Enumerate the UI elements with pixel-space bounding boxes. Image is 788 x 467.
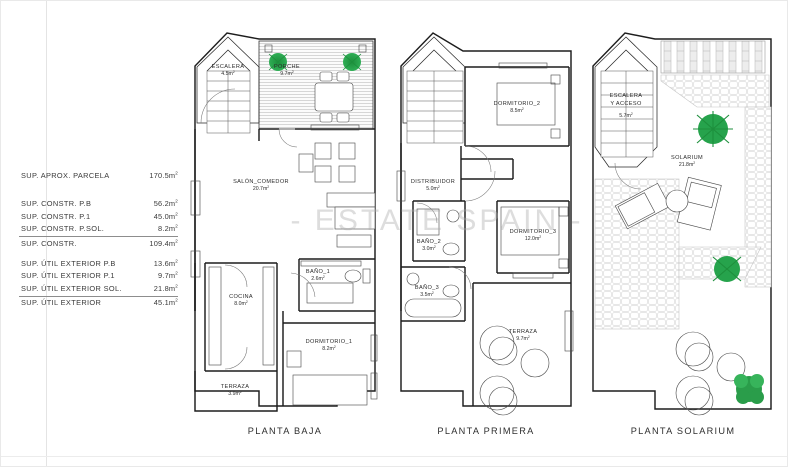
schedule-row: SUP. CONSTR. P.B 56.2m2 xyxy=(15,198,180,211)
room-area: 8.2m2 xyxy=(322,345,336,352)
schedule-value: 45.1m2 xyxy=(153,297,178,308)
room-label: PORCHE xyxy=(274,64,300,70)
room-area: 2.6m2 xyxy=(311,275,325,282)
schedule-rule xyxy=(19,295,178,297)
schedule-row: SUP. APROX. PARCELA 170.5m2 xyxy=(15,169,180,182)
plan-planta-primera: DORMITORIO_2 8.5m2 DISTRIBUIDOR 5.0m2 DO… xyxy=(393,11,579,416)
plan-planta-solarium: ESCALERA Y ACCESO 5.7m2 SOLARIUM 21.8m2 xyxy=(585,11,781,416)
schedule-label: SUP. CONSTR. P.1 xyxy=(21,211,91,221)
room-label: ESCALERA xyxy=(212,64,245,70)
room-label: DORMITORIO_1 xyxy=(306,339,353,345)
room-area: 12.0m2 xyxy=(525,235,541,242)
room-label: BAÑO_2 xyxy=(417,238,441,245)
schedule-label: SUP. CONSTR. P.B xyxy=(21,199,92,209)
schedule-label: SUP. ÚTIL EXTERIOR P.B xyxy=(21,258,116,268)
room-area: 20.7m2 xyxy=(253,185,269,192)
room-area: 4.5m2 xyxy=(221,70,235,77)
room-area: 3.0m2 xyxy=(422,245,436,252)
room-label: BAÑO_1 xyxy=(306,268,330,275)
room-label: ESCALERA xyxy=(610,93,643,99)
room-label: BAÑO_3 xyxy=(415,284,439,291)
schedule-value: 9.7m2 xyxy=(158,270,178,281)
room-label: DISTRIBUIDOR xyxy=(411,179,455,185)
plan-title-planta-solarium: PLANTA SOLARIUM xyxy=(630,426,736,436)
palm-icon xyxy=(268,53,362,71)
room-label: TERRAZA xyxy=(221,384,250,390)
schedule-value: 109.4m2 xyxy=(149,238,178,248)
plan-planta-baja: ESCALERA 4.5m2 PORCHE 9.7m2 SALÓN_COMEDO… xyxy=(187,11,383,416)
schedule-label: SUP. ÚTIL EXTERIOR xyxy=(21,298,102,308)
schedule-row: SUP. ÚTIL EXTERIOR P.B 13.6m2 xyxy=(15,257,180,270)
room-label: DORMITORIO_3 xyxy=(510,229,557,235)
schedule-value: 8.2m2 xyxy=(158,223,178,234)
room-label: COCINA xyxy=(229,294,253,300)
schedule-spacer xyxy=(15,182,180,198)
room-area: 5.7m2 xyxy=(619,112,633,119)
room-label: DORMITORIO_2 xyxy=(494,101,541,107)
schedule-value: 45.0m2 xyxy=(153,211,178,221)
schedule-value: 21.8m2 xyxy=(153,283,178,293)
room-area: 21.8m2 xyxy=(679,161,695,168)
room-area: 8.5m2 xyxy=(510,107,524,114)
shrub-icon xyxy=(734,374,764,404)
room-area: 3.9m2 xyxy=(228,390,242,397)
planter-icon xyxy=(675,331,746,416)
schedule-spacer xyxy=(15,250,180,257)
schedule-rule xyxy=(19,236,178,238)
room-area: 8.0m2 xyxy=(234,300,248,307)
schedule-total-row: SUP. CONSTR. 109.4m2 xyxy=(15,237,180,250)
schedule-value: 56.2m2 xyxy=(153,198,178,209)
room-label: SOLARIUM xyxy=(671,155,703,161)
room-label: TERRAZA xyxy=(509,329,538,335)
schedule-label: SUP. APROX. PARCELA xyxy=(21,170,110,180)
schedule-label: SUP. CONSTR. xyxy=(21,238,77,248)
schedule-label: SUP. CONSTR. P.SOL. xyxy=(21,224,105,234)
area-schedule: SUP. APROX. PARCELA 170.5m2 SUP. CONSTR.… xyxy=(15,169,180,309)
room-area: 9.7m2 xyxy=(516,335,530,342)
schedule-row: SUP. CONSTR. P.SOL. 8.2m2 xyxy=(15,223,180,236)
schedule-total-row: SUP. ÚTIL EXTERIOR 45.1m2 xyxy=(15,297,180,310)
plan-title-planta-primera: PLANTA PRIMERA xyxy=(437,426,535,436)
schedule-value: 13.6m2 xyxy=(153,258,178,268)
room-area: 9.7m2 xyxy=(280,70,294,77)
schedule-value: 170.5m2 xyxy=(149,170,178,180)
planter-icon xyxy=(479,325,550,416)
room-area: 3.5m2 xyxy=(420,291,434,298)
sheet-divider-left xyxy=(46,1,47,466)
room-label-2: Y ACCESO xyxy=(610,101,642,107)
sheet-divider-bottom xyxy=(1,456,787,457)
schedule-row: SUP. ÚTIL EXTERIOR SOL. 21.8m2 xyxy=(15,282,180,295)
room-label: SALÓN_COMEDOR xyxy=(233,178,289,185)
plan-title-planta-baja: PLANTA BAJA xyxy=(247,426,323,436)
schedule-label: SUP. ÚTIL EXTERIOR SOL. xyxy=(21,283,122,293)
room-area: 5.0m2 xyxy=(426,185,440,192)
schedule-label: SUP. ÚTIL EXTERIOR P.1 xyxy=(21,271,115,281)
schedule-row: SUP. ÚTIL EXTERIOR P.1 9.7m2 xyxy=(15,270,180,283)
palm-icon xyxy=(693,111,742,282)
schedule-row: SUP. CONSTR. P.1 45.0m2 xyxy=(15,210,180,223)
